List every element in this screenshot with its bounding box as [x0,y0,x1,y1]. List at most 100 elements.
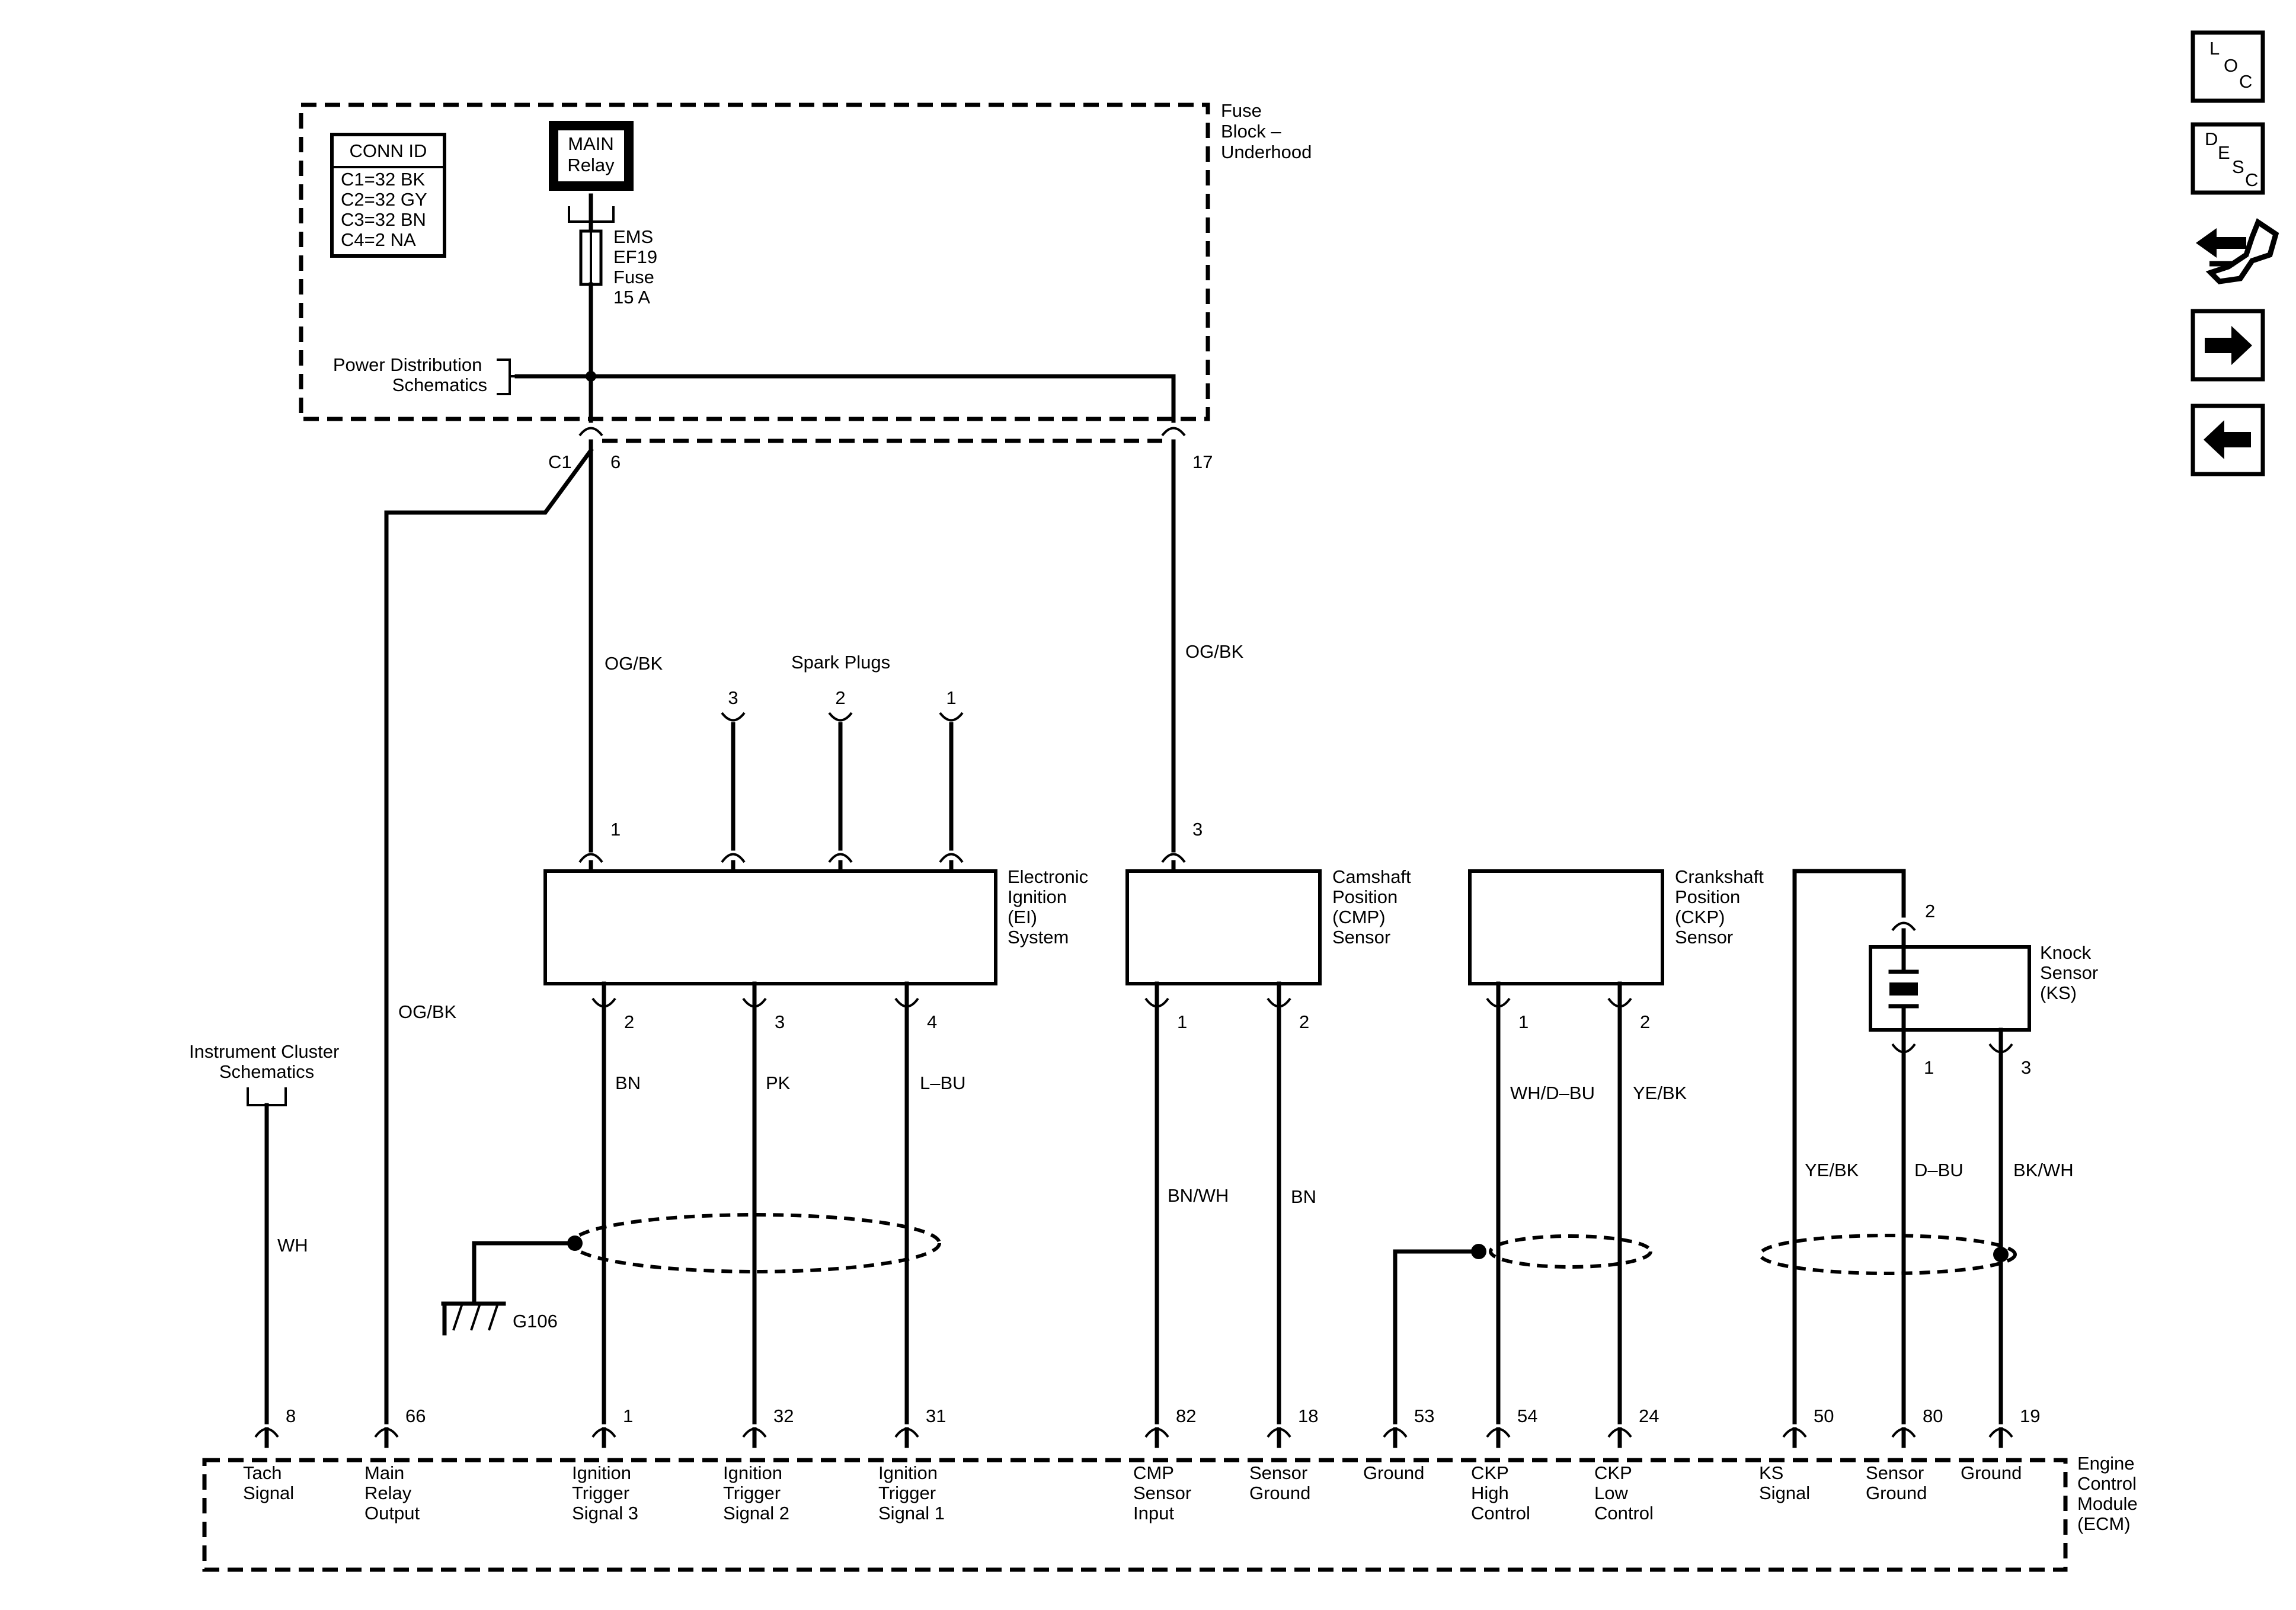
shield-ckp [1489,1234,1652,1269]
ground-g106-label: G106 [513,1311,558,1331]
svg-text:O: O [2224,55,2238,76]
ecm-pin-label: Ground [1363,1462,1424,1483]
ecm-pin-number: 82 [1176,1406,1196,1426]
ecm-pin-number: 8 [286,1406,296,1426]
ecm-pin-number: 24 [1639,1406,1659,1426]
wire-whdbu-ckp: WH/D–BU [1510,1083,1595,1103]
pin-17-label: 17 [1192,452,1213,472]
ei-system-name: Electronic Ignition (EI) System [1008,866,1093,948]
svg-text:D: D [2205,129,2218,149]
ecm-outline [202,1458,2068,1572]
fuse-block-name: Fuse Block – Underhood [1221,100,1312,162]
ecm-pin-number: 80 [1923,1406,1943,1426]
ecm-pin-number: 31 [926,1406,946,1426]
svg-text:L: L [2209,38,2220,59]
wire-wh-tach: WH [277,1235,308,1256]
instrument-cluster-link[interactable]: Instrument Cluster Schematics [189,1041,344,1082]
fuse-label: EMS EF19 Fuse 15 A [613,226,663,308]
connector-c1-label: C1 [548,452,572,472]
ks-pin-2: 2 [1925,901,1935,921]
ckp-sensor-box [1468,869,1664,985]
ems-ef19-fuse [579,229,603,286]
svg-text:C4=2 NA: C4=2 NA [341,229,416,250]
wire-og-bk-ecm: OG/BK [398,1001,457,1022]
svg-text:3: 3 [728,687,738,708]
svg-text:CONN ID: CONN ID [350,140,427,161]
wire-yebk-ckp: YE/BK [1633,1083,1687,1103]
previous-arrow-icon[interactable] [2191,404,2265,476]
cmp-pin-2: 2 [1299,1012,1309,1032]
ecm-name: Engine Control Module (ECM) [2077,1453,2142,1534]
next-arrow-icon[interactable] [2191,309,2265,382]
ei-pin-3: 3 [775,1012,785,1032]
ei-pin-1: 1 [610,819,621,840]
spark-plug-1: 1 [939,687,964,851]
power-distribution-link[interactable]: Power Distribution Schematics [333,354,487,395]
wire-pk-ign2: PK [766,1073,791,1093]
svg-text:Relay: Relay [567,155,615,175]
knock-sensor-name: Knock Sensor (KS) [2040,942,2103,1003]
svg-text:S: S [2232,156,2244,177]
ecm-pin-number: 53 [1414,1406,1434,1426]
svg-text:1: 1 [946,687,956,708]
desc-button[interactable]: D E S C [2191,122,2265,195]
ecm-pin-number: 19 [2020,1406,2040,1426]
wire-bn-ign3: BN [615,1073,641,1093]
ecm-pin-label: Ground [1961,1462,2022,1483]
ecm-pin-number: 54 [1517,1406,1537,1426]
cmp-pin-1: 1 [1177,1012,1187,1032]
wire-bkwh-ks: BK/WH [2013,1160,2074,1180]
ecm-pin-number: 50 [1814,1406,1834,1426]
ei-top-connectors [578,853,964,863]
ecm-pin-number: 32 [773,1406,794,1426]
fuse-block-outline [299,103,1210,421]
ckp-sensor-name: Crankshaft Position (CKP) Sensor [1675,866,1769,948]
piezo-element-icon [1888,945,1919,1032]
cmp-sensor-box [1125,869,1322,985]
wire-og-bk-ei: OG/BK [605,653,663,674]
wire-bnwh-cmp: BN/WH [1168,1185,1229,1206]
wire-yebk-ks: YE/BK [1805,1160,1859,1180]
wire-dbu-ks: D–BU [1914,1160,1964,1180]
cmp-pin-3: 3 [1192,819,1203,840]
ks-pin-3: 3 [2021,1057,2031,1078]
ei-system-box [543,869,997,985]
wire-bn-cmp-ground: BN [1291,1186,1316,1207]
svg-text:C: C [2245,169,2258,190]
ei-pin-2: 2 [624,1012,634,1032]
ckp-pin-1: 1 [1518,1012,1528,1032]
cmp-sensor-name: Camshaft Position (CMP) Sensor [1332,866,1416,948]
connector-icon[interactable] [2196,218,2279,284]
shield-ks [1758,1234,2017,1275]
ecm-pin-number: 1 [623,1406,633,1426]
main-relay: MAIN Relay [549,121,634,191]
ecm-pin-number: 66 [405,1406,426,1426]
ecm-pin-number: 18 [1298,1406,1318,1426]
loc-button[interactable]: L O C [2191,30,2265,103]
svg-text:C: C [2239,71,2252,92]
spark-plug-3: 3 [721,687,746,851]
ks-pin-1: 1 [1924,1057,1934,1078]
conn-id-table: CONN ID C1=32 BK C2=32 GY C3=32 BN C4=2 … [330,133,446,258]
pin-6-label: 6 [610,452,621,472]
